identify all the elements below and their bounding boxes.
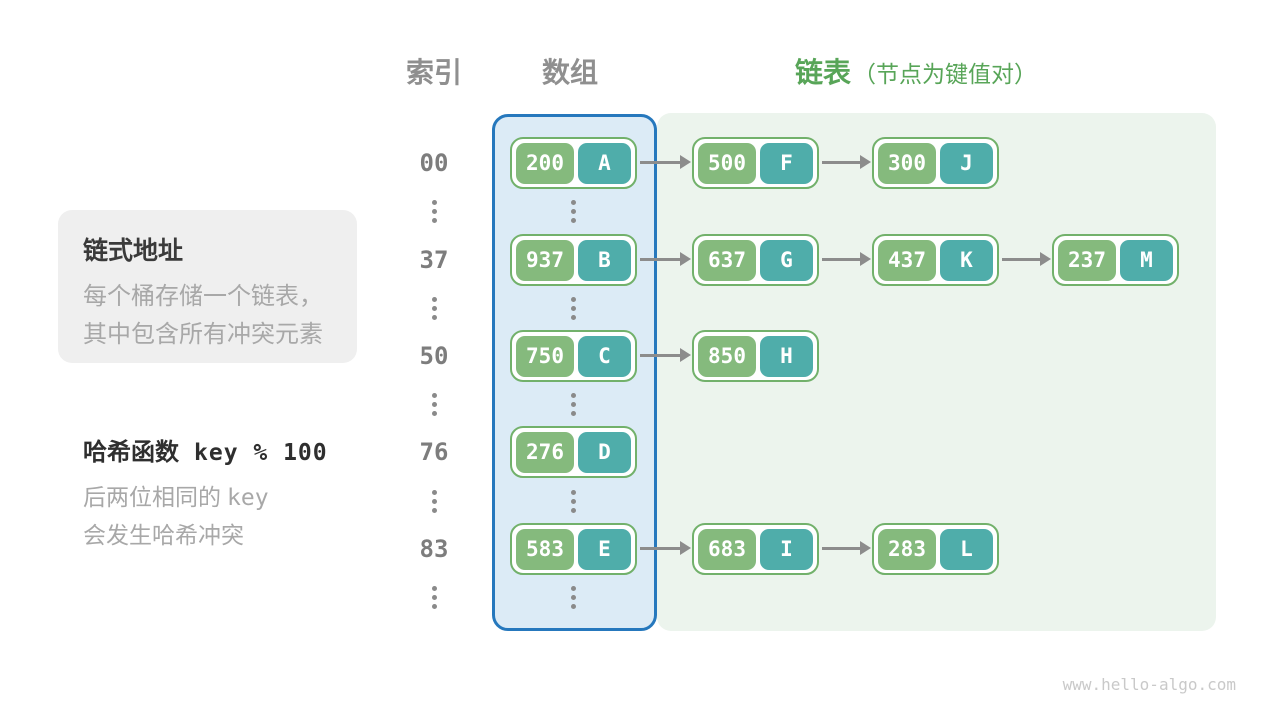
legend-description: 每个桶存储一个链表， 其中包含所有冲突元素 xyxy=(83,278,332,354)
node-value: M xyxy=(1120,239,1173,281)
hash-note-line1-code: key xyxy=(227,485,269,511)
ellipsis-dots xyxy=(431,200,437,223)
node-value: G xyxy=(760,239,813,281)
chain-node: 300 J xyxy=(872,137,999,189)
index-label: 37 xyxy=(419,246,449,274)
node-value: E xyxy=(578,528,631,570)
bucket-node: 276 D xyxy=(510,426,637,478)
link-arrow xyxy=(640,252,691,266)
node-key: 437 xyxy=(878,239,936,281)
bucket-node: 937 B xyxy=(510,234,637,286)
legend-line-2: 其中包含所有冲突元素 xyxy=(83,321,323,348)
list-header-title: 链表 xyxy=(795,57,852,88)
ellipsis-dots xyxy=(570,393,576,416)
node-key: 683 xyxy=(698,528,756,570)
hash-function-formula: key % 100 xyxy=(194,440,328,466)
node-key: 937 xyxy=(516,239,574,281)
ellipsis-dots xyxy=(431,393,437,416)
chain-node: 283 L xyxy=(872,523,999,575)
ellipsis-dots xyxy=(431,297,437,320)
bucket-node: 750 C xyxy=(510,330,637,382)
watermark: www.hello-algo.com xyxy=(1062,675,1236,694)
list-header-note: （节点为键值对） xyxy=(853,61,1038,87)
node-value: I xyxy=(760,528,813,570)
node-key: 300 xyxy=(878,142,936,184)
hash-note-line1-text: 后两位相同的 xyxy=(83,484,221,510)
node-value: H xyxy=(760,335,813,377)
chain-node: 850 H xyxy=(692,330,819,382)
link-arrow xyxy=(822,252,871,266)
node-key: 850 xyxy=(698,335,756,377)
chaining-legend-box: 链式地址 每个桶存储一个链表， 其中包含所有冲突元素 xyxy=(58,210,357,363)
ellipsis-dots xyxy=(431,586,437,609)
chain-node: 437 K xyxy=(872,234,999,286)
legend-title: 链式地址 xyxy=(83,237,184,265)
node-value: L xyxy=(940,528,993,570)
ellipsis-dots xyxy=(570,586,576,609)
index-label: 00 xyxy=(419,149,449,177)
node-value: B xyxy=(578,239,631,281)
link-arrow xyxy=(822,155,871,169)
node-key: 750 xyxy=(516,335,574,377)
node-key: 276 xyxy=(516,431,574,473)
ellipsis-dots xyxy=(570,297,576,320)
node-key: 583 xyxy=(516,528,574,570)
hash-function-title-line: 哈希函数 key % 100 xyxy=(83,432,413,467)
node-key: 637 xyxy=(698,239,756,281)
link-arrow xyxy=(1002,252,1051,266)
link-arrow xyxy=(822,541,871,555)
node-key: 500 xyxy=(698,142,756,184)
node-value: C xyxy=(578,335,631,377)
link-arrow xyxy=(640,348,691,362)
index-label: 50 xyxy=(419,342,449,370)
node-value: F xyxy=(760,142,813,184)
hash-note-line-2: 会发生哈希冲突 xyxy=(83,522,244,548)
node-key: 200 xyxy=(516,142,574,184)
node-value: A xyxy=(578,142,631,184)
ellipsis-dots xyxy=(431,490,437,513)
chain-node: 500 F xyxy=(692,137,819,189)
node-key: 283 xyxy=(878,528,936,570)
node-key: 237 xyxy=(1058,239,1116,281)
ellipsis-dots xyxy=(570,490,576,513)
legend-line-1: 每个桶存储一个链表， xyxy=(83,283,323,310)
link-arrow xyxy=(640,155,691,169)
chain-node: 637 G xyxy=(692,234,819,286)
list-column-header: 链表 （节点为键值对） xyxy=(795,51,1037,91)
array-column-header: 数组 xyxy=(541,57,598,88)
index-column-header: 索引 xyxy=(405,57,462,88)
node-value: K xyxy=(940,239,993,281)
bucket-node: 583 E xyxy=(510,523,637,575)
index-label: 76 xyxy=(419,438,449,466)
hash-function-label: 哈希函数 xyxy=(83,439,179,466)
link-arrow xyxy=(640,541,691,555)
index-label: 83 xyxy=(419,535,449,563)
bucket-node: 200 A xyxy=(510,137,637,189)
node-value: D xyxy=(578,431,631,473)
chain-node: 237 M xyxy=(1052,234,1179,286)
ellipsis-dots xyxy=(570,200,576,223)
chain-node: 683 I xyxy=(692,523,819,575)
node-value: J xyxy=(940,142,993,184)
